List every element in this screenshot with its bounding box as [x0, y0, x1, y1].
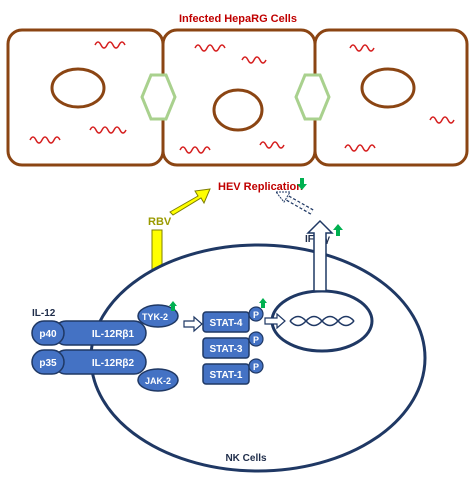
hepatocyte-cells	[6, 28, 469, 167]
viral-rna-squiggles	[29, 41, 455, 154]
tight-junction-right	[294, 73, 331, 121]
phosphate-stat4	[248, 306, 264, 322]
stat4-label: STAT-4	[210, 318, 243, 329]
il12rb1-label: IL-12Rβ1	[92, 329, 135, 340]
nucleus-to-ifn-arrow	[306, 219, 334, 292]
rbv-to-hev-arrow	[169, 188, 211, 216]
stat1-label: STAT-1	[210, 370, 243, 381]
virus-rna	[241, 56, 267, 64]
down-arrow-icon	[297, 178, 307, 190]
stat1-box	[202, 363, 250, 385]
p40-label: p40	[39, 329, 57, 340]
hepatocyte-cell-middle	[161, 28, 317, 167]
up-arrow-icon	[259, 298, 267, 308]
p40-subunit	[31, 320, 65, 346]
virus-rna	[344, 144, 376, 152]
phosphate-label: P	[253, 310, 259, 320]
phosphate-stat1	[248, 358, 264, 374]
stat3-box	[202, 337, 250, 359]
nucleus-right	[360, 67, 416, 109]
stat4-box	[202, 311, 250, 333]
p35-subunit	[31, 349, 65, 375]
dna-helix-icon	[289, 315, 355, 327]
tyk2-to-stat4-arrow	[183, 315, 203, 333]
p35-label: p35	[39, 358, 57, 369]
virus-rna	[94, 41, 126, 49]
up-arrow-icon	[169, 301, 177, 311]
dashed-arrow-head-icon	[274, 191, 291, 203]
hepatocyte-cell-left	[6, 28, 165, 167]
hepatocyte-cell-right	[313, 28, 469, 167]
virus-rna	[194, 44, 226, 52]
virus-rna	[259, 141, 285, 149]
hev-replication-label: HEV Replication	[218, 181, 303, 193]
jak2-kinase	[137, 368, 179, 392]
il12-label: IL-12	[32, 308, 56, 319]
tight-junction-left	[140, 73, 177, 121]
up-arrow-icon	[333, 224, 343, 236]
tyk2-kinase	[137, 304, 179, 328]
phosphate-label: P	[253, 335, 259, 345]
jak2-label: JAK-2	[145, 376, 171, 386]
nucleus-left	[50, 67, 106, 109]
diagram-title: Infected HepaRG Cells	[179, 13, 297, 25]
nk-cells-label: NK Cells	[225, 453, 267, 464]
nucleus-middle	[212, 88, 264, 132]
phosphate-stat3	[248, 331, 264, 347]
virus-rna	[89, 126, 127, 134]
il12rb2-label: IL-12Rβ2	[92, 358, 135, 369]
rbv-label: RBV	[148, 216, 172, 228]
virus-rna	[29, 136, 61, 144]
tyk2-label: TYK-2	[142, 312, 168, 322]
phosphate-label: P	[253, 362, 259, 372]
virus-rna	[179, 146, 211, 154]
virus-rna	[349, 44, 375, 52]
virus-rna	[429, 116, 455, 124]
stat3-label: STAT-3	[210, 344, 243, 355]
stat4-to-nucleus-arrow	[264, 312, 286, 330]
